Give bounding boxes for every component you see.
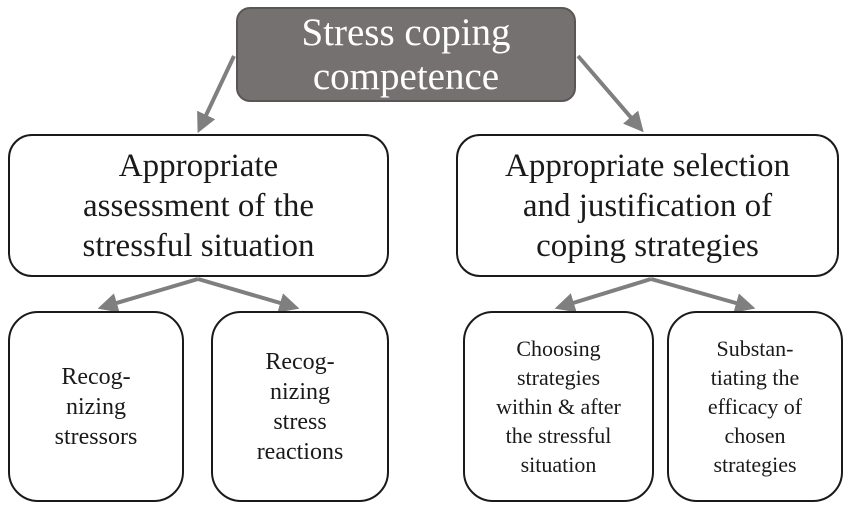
leaf-recognizing-stressors-label: Recog- nizing stressors [54,363,138,450]
arrow-selection-to-choosing [554,277,652,313]
node-appropriate-selection: Appropriate selection and justification … [456,134,839,277]
leaf-choosing-strategies-label: Choosing strategies within & after the s… [496,336,621,477]
leaf-recognizing-stress-reactions: Recog- nizing stress reactions [211,311,389,502]
node-appropriate-assessment-label: Appropriate assessment of the stressful … [82,147,315,264]
leaf-recognizing-stressors: Recog- nizing stressors [8,311,184,502]
node-appropriate-assessment: Appropriate assessment of the stressful … [8,134,389,277]
arrow-root-to-selection [576,54,644,133]
arrow-assessment-to-stressors [97,277,199,313]
leaf-substantiating-efficacy: Substan- tiating the efficacy of chosen … [667,311,843,502]
root-node-stress-coping-competence: Stress coping competence [236,7,576,102]
leaf-substantiating-efficacy-label: Substan- tiating the efficacy of chosen … [707,336,803,477]
leaf-choosing-strategies: Choosing strategies within & after the s… [463,311,654,502]
root-node-label: Stress coping competence [301,10,511,98]
arrow-root-to-assessment [197,55,236,134]
arrow-assessment-to-reactions [197,277,300,313]
node-appropriate-selection-label: Appropriate selection and justification … [505,147,790,264]
leaf-recognizing-stress-reactions-label: Recog- nizing stress reactions [256,348,344,465]
arrow-selection-to-substantiating [650,277,756,313]
